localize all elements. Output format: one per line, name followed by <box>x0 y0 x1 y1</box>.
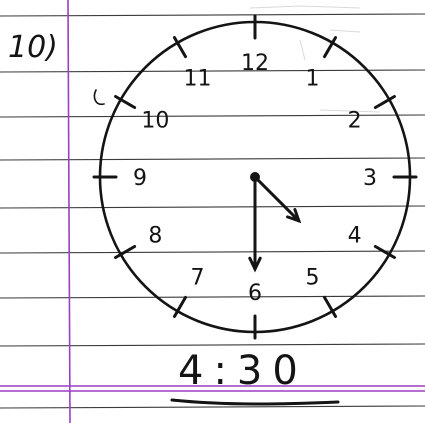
rule-line <box>0 251 425 253</box>
clock-numeral: 6 <box>248 281 262 306</box>
clock-outline-scribble <box>94 90 104 104</box>
question-number: 10) <box>8 30 58 65</box>
clock-numeral: 8 <box>148 224 162 249</box>
clock-numeral: 12 <box>241 51 269 76</box>
rule-line <box>0 158 425 160</box>
answer-text: 4:30 <box>178 348 308 394</box>
hand-pivot <box>252 174 259 181</box>
clock-hands <box>250 174 299 270</box>
rule-line <box>0 296 425 298</box>
clock-numeral: 10 <box>141 109 169 134</box>
rule-line <box>0 14 425 16</box>
rule-line <box>0 206 425 208</box>
rule-line <box>0 406 425 408</box>
rule-line <box>0 70 425 72</box>
clock-numeral: 4 <box>348 224 362 249</box>
clock-numeral: 2 <box>348 109 362 134</box>
answer-underline <box>172 400 338 404</box>
rule-line <box>0 344 425 346</box>
clock-numeral: 11 <box>184 66 212 91</box>
margin-line-vertical <box>68 0 70 423</box>
clock-numeral: 1 <box>306 66 320 91</box>
hour-hand <box>255 177 299 221</box>
clock-numeral: 5 <box>306 266 320 291</box>
clock-numeral: 9 <box>133 166 147 191</box>
clock-numeral: 7 <box>191 266 205 291</box>
clock-numeral: 3 <box>363 166 377 191</box>
